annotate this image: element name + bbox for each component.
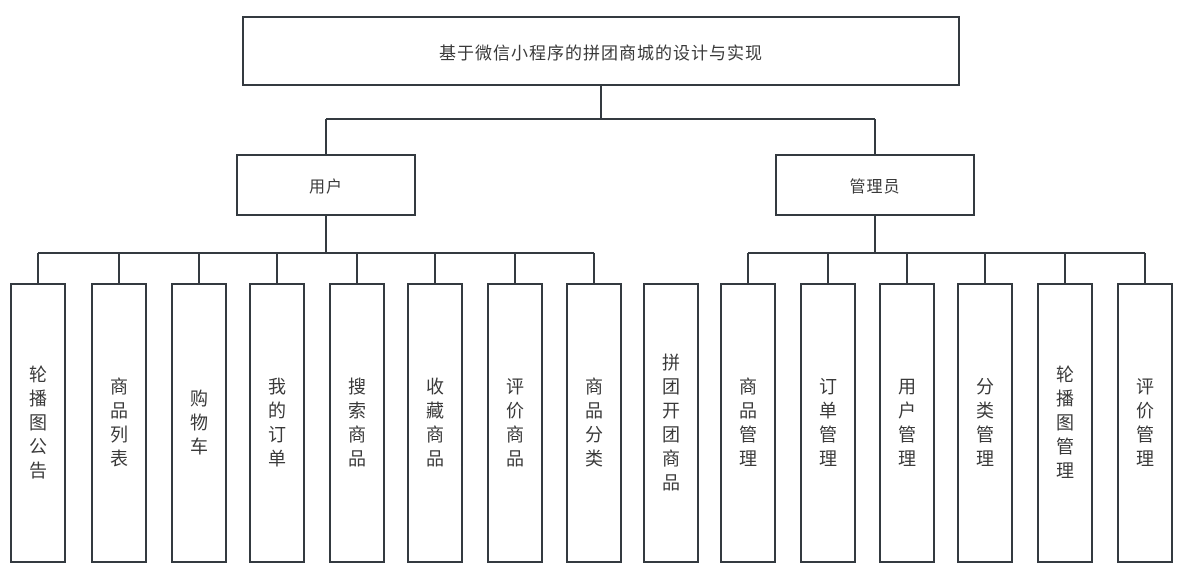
leaf-label: 轮播图公告 [29, 365, 47, 481]
branch-admin-label: 管理员 [849, 179, 901, 196]
leaf-label: 搜索商品 [348, 377, 366, 469]
branch-user-label: 用户 [308, 179, 343, 196]
leaf-my-orders: 我的订单 [249, 283, 305, 563]
leaf-label: 商品管理 [739, 377, 757, 469]
leaf-search-products: 搜索商品 [329, 283, 385, 563]
connector-user-children [37, 216, 595, 283]
connector-root-to-branches [325, 86, 876, 154]
root-node: 基于微信小程序的拼团商城的设计与实现 [242, 16, 960, 86]
root-node-label: 基于微信小程序的拼团商城的设计与实现 [439, 43, 763, 63]
leaf-carousel-announcement: 轮播图公告 [10, 283, 66, 563]
leaf-label: 商品列表 [110, 377, 128, 469]
leaf-label: 购物车 [190, 389, 208, 457]
leaf-carousel-management: 轮播图管理 [1037, 283, 1093, 563]
connector-admin-children [747, 216, 1146, 283]
branch-node-user: 用户 [236, 154, 416, 216]
leaf-label: 订单管理 [819, 377, 837, 469]
leaf-label: 商品分类 [585, 377, 603, 469]
leaf-label: 轮播图管理 [1056, 365, 1074, 481]
leaf-order-management: 订单管理 [800, 283, 856, 563]
leaf-label: 用户管理 [898, 377, 916, 469]
branch-node-admin: 管理员 [775, 154, 975, 216]
leaf-user-management: 用户管理 [879, 283, 935, 563]
leaf-shopping-cart: 购物车 [171, 283, 227, 563]
leaf-label: 收藏商品 [426, 377, 444, 469]
leaf-label: 分类管理 [976, 377, 994, 469]
leaf-product-categories: 商品分类 [566, 283, 622, 563]
leaf-label: 评价管理 [1136, 377, 1154, 469]
leaf-group-buy-products: 拼团开团商品 [643, 283, 699, 563]
leaf-label: 我的订单 [268, 377, 286, 469]
leaf-category-management: 分类管理 [957, 283, 1013, 563]
leaf-favorite-products: 收藏商品 [407, 283, 463, 563]
leaf-review-products: 评价商品 [487, 283, 543, 563]
leaf-label: 拼团开团商品 [662, 353, 680, 493]
leaf-review-management: 评价管理 [1117, 283, 1173, 563]
leaf-label: 评价商品 [506, 377, 524, 469]
leaf-product-management: 商品管理 [720, 283, 776, 563]
leaf-product-list: 商品列表 [91, 283, 147, 563]
